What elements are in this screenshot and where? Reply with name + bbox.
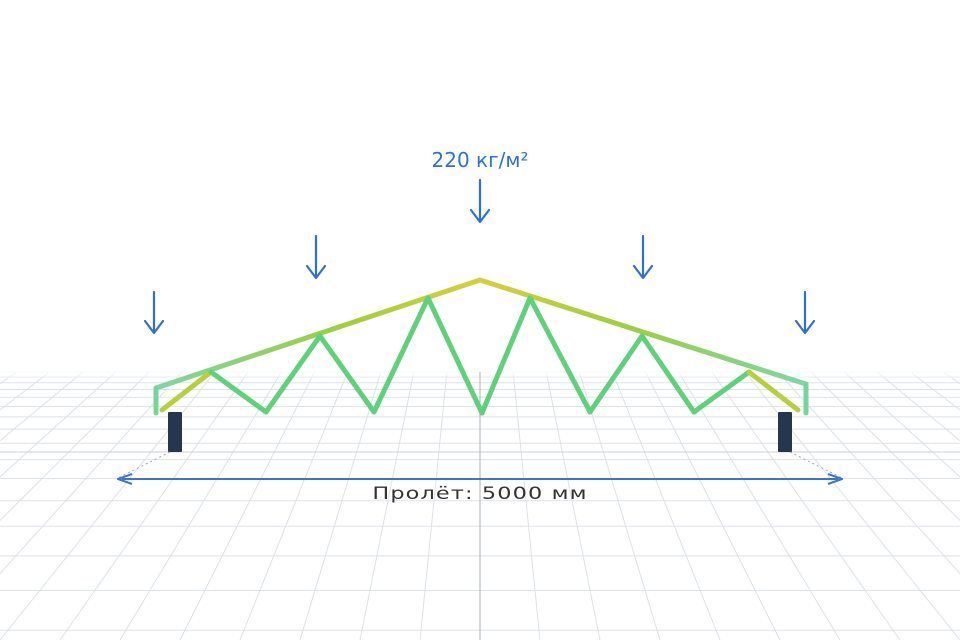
web-member [425, 295, 485, 416]
load-arrow-icon [305, 234, 327, 280]
load-arrow-icon [632, 234, 654, 280]
grid-line [0, 371, 117, 478]
grid-line [645, 371, 781, 640]
load-label: 220 кг/м² [432, 148, 529, 172]
grid-line [59, 371, 249, 640]
web-member [317, 333, 377, 415]
grid-line [843, 371, 960, 478]
truss [153, 277, 809, 416]
grid-line [611, 371, 721, 640]
span-arrow-right-icon [827, 473, 843, 485]
span-arrow-left-icon [117, 473, 133, 485]
grid-line [119, 371, 282, 640]
grid-line [512, 371, 541, 640]
grid-line [179, 371, 315, 640]
span-label: Пролёт: 5000 мм [372, 484, 587, 503]
web-member [263, 333, 323, 415]
load-arrow-icon [143, 290, 165, 335]
web-member [159, 369, 214, 413]
web-member [587, 333, 645, 415]
web-member [639, 333, 697, 415]
web-member [208, 369, 269, 415]
grid-line [578, 371, 661, 640]
grid-line [910, 371, 960, 411]
grid-line [299, 371, 382, 640]
grid-line [678, 371, 841, 640]
grid-line [777, 371, 960, 575]
grid-line [0, 371, 84, 442]
grid-line [0, 371, 150, 522]
span-extension-left [117, 451, 171, 479]
span-extension-right [789, 451, 843, 479]
span-dimension: Пролёт: 5000 мм [117, 451, 843, 503]
web-member [691, 369, 752, 415]
load-arrows [143, 178, 816, 335]
grid-line [239, 371, 349, 640]
grid-line [545, 371, 601, 640]
top-chord-right [477, 277, 809, 387]
web-member [479, 295, 533, 416]
load-arrow-icon [794, 290, 816, 335]
grid-line [810, 371, 960, 522]
grid-line [0, 371, 183, 575]
right-support [778, 412, 792, 452]
load-arrow-icon [469, 178, 491, 224]
grid-line [359, 371, 415, 640]
grid-line [711, 371, 901, 640]
left-support [168, 412, 182, 452]
grid-line [419, 371, 448, 640]
web-member [371, 295, 431, 415]
grid-line [0, 371, 50, 411]
web-member [746, 369, 801, 413]
web-member [527, 295, 593, 415]
grid-line [876, 371, 960, 442]
